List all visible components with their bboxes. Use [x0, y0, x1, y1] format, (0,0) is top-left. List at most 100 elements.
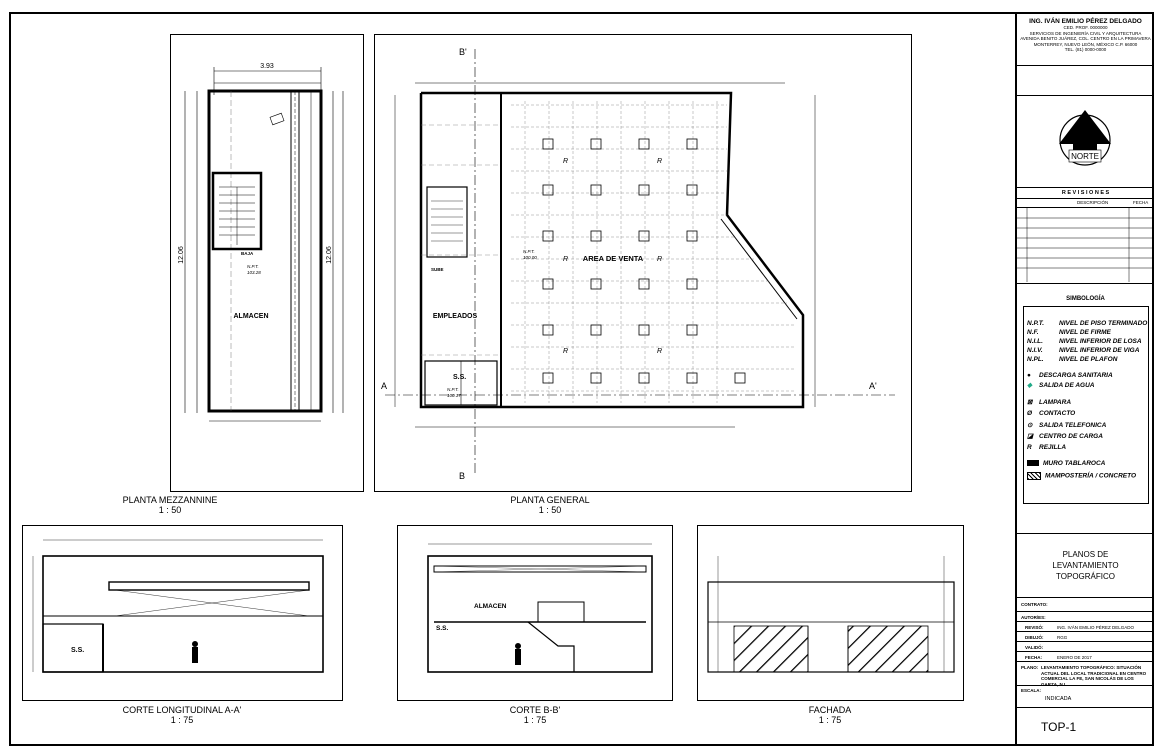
drawing-sheet [9, 12, 1154, 746]
title-block: ING. IVÁN EMILIO PÉREZ DELGADO CED. PROF… [1015, 12, 1154, 746]
stairs-up-label: SUBE [431, 267, 444, 272]
engineer-block: ING. IVÁN EMILIO PÉREZ DELGADO CED. PROF… [1017, 12, 1154, 66]
rejilla-2: R [657, 158, 662, 165]
mezzanine-npt-value: 103.28 [247, 270, 261, 275]
facade-drawing [707, 556, 955, 673]
reviewed-value: ING. IVÁN EMILIO PÉREZ DELGADO [1057, 625, 1135, 630]
section-a-right-label: A' [869, 381, 877, 391]
grille-icon: R [1027, 444, 1032, 451]
mezzanine-stairs-label: BAJA [241, 251, 254, 256]
mezzanine-room-label: ALMACEN [234, 313, 269, 320]
contract-label: CONTRATO: [1021, 602, 1048, 607]
drywall-icon [1027, 460, 1039, 467]
sym-sanitaria: DESCARGA SANITARIA [1039, 372, 1113, 379]
sym-rejilla: REJILLA [1039, 444, 1067, 451]
north-label: NORTE [1071, 152, 1099, 161]
section-aa-bath-label: S.S. [71, 647, 84, 654]
sym-desc-npt: NIVEL DE PISO TERMINADO [1059, 320, 1148, 327]
drew-value: RGG [1057, 635, 1068, 640]
date-value: ENERO DE 2017 [1057, 655, 1092, 660]
services-line-2: AVENIDA BENITO JUÁREZ, COL. CENTRO EN LA… [1020, 36, 1151, 41]
general-caption: PLANTA GENERAL [510, 495, 590, 505]
reviewed-label: REVISÓ: [1025, 625, 1044, 630]
sym-code-nf: N.F. [1027, 329, 1039, 336]
facade-viewport [697, 525, 964, 701]
section-aa-scale: 1 : 75 [170, 715, 194, 725]
rejilla-5: R [563, 348, 568, 355]
sym-mamposteria: MAMPOSTERÍA / CONCRETO [1045, 472, 1137, 480]
revisions-title: R E V I S I O N E S [1017, 188, 1154, 199]
author-label: AUTOR/ES: [1021, 615, 1046, 620]
general-npt-1-value: 100.00 [523, 255, 537, 260]
section-b-bottom-label: B [459, 471, 465, 481]
mezzanine-dim-top: 3.93 [260, 63, 274, 70]
section-b-top-label: B' [459, 47, 467, 57]
project-label: PLANO: [1021, 665, 1039, 670]
symbology-block: SIMBOLOGÍA N.P.T. NIVEL DE PISO TERMINADO… [1017, 284, 1154, 534]
revisions-col-date: FECHA [1133, 200, 1149, 205]
section-aa-caption: CORTE LONGITUDINAL A-A' [122, 705, 242, 715]
section-bb-drawing: ALMACEN S.S. [427, 543, 653, 673]
sym-tablaroca: MURO TABLAROCA [1043, 460, 1106, 467]
sym-carga: CENTRO DE CARGA [1039, 433, 1103, 440]
sheet-id: TOP-1 [1041, 720, 1077, 734]
north-arrow-icon: NORTE [1059, 110, 1111, 166]
services-line-1: SERVICIOS DE INGENIERÍA CIVIL Y ARQUITEC… [1029, 30, 1142, 36]
sym-code-npl: N.PL. [1027, 356, 1044, 363]
employees-label: EMPLEADOS [433, 313, 478, 320]
sym-desc-nf: NIVEL DE FIRME [1059, 329, 1111, 336]
facade-caption: FACHADA [808, 705, 852, 715]
water-outlet-icon: ◆ [1027, 382, 1032, 389]
services-line-3: MONTERREY, NUEVO LEÓN, MÉXICO C.P. 66000 [1033, 41, 1138, 47]
section-bb-caption: CORTE B-B' [509, 705, 561, 715]
north-block: NORTE [1017, 96, 1154, 188]
general-npt-2: N.P.T. [447, 387, 459, 392]
section-bb-storage-label: ALMACEN [474, 603, 507, 610]
mezzanine-dim-left: 12.06 [178, 246, 185, 264]
revisions-col-description: DESCRIPCIÓN [1077, 200, 1109, 205]
mezzanine-npt: N.P.T. [247, 264, 259, 269]
engineer-name: ING. IVÁN EMILIO PÉREZ DELGADO [1029, 18, 1142, 25]
general-scale: 1 : 50 [538, 505, 562, 515]
rejilla-4: R [657, 256, 662, 263]
general-npt-2-value: 100.17 [447, 393, 461, 398]
mezzanine-caption: PLANTA MEZZANNINE [122, 495, 218, 505]
masonry-icon [1027, 472, 1041, 480]
section-a-left-label: A [381, 381, 387, 391]
drew-label: DIBUJÓ: [1025, 635, 1044, 640]
section-bb-scale: 1 : 75 [523, 715, 547, 725]
mezzanine-dim-right: 12.06 [326, 246, 333, 264]
revisions-table [1017, 208, 1154, 282]
bath-label: S.S. [453, 374, 466, 381]
phone: TEL. (81) 0000-0000 [1064, 47, 1107, 52]
section-aa-viewport: S.S. [22, 525, 343, 701]
sym-desc-niv: NIVEL INFERIOR DE VIGA [1059, 347, 1140, 354]
date-label: FECHA: [1025, 655, 1042, 660]
load-center-icon: ◪ [1027, 433, 1034, 440]
blank-cell [1017, 66, 1154, 96]
lamp-icon: ⊠ [1027, 399, 1033, 406]
sanitary-drain-icon: ● [1027, 372, 1031, 379]
sym-code-nil: N.I.L. [1027, 338, 1043, 345]
project-value: LEVANTAMIENTO TOPOGRÁFICO: SITUACIÓN ACT… [1041, 665, 1147, 687]
rejilla-6: R [657, 348, 662, 355]
mezzanine-plan-drawing: 3.93 12.06 12.06 ALMACEN BAJA N.P.T. 103… [178, 63, 344, 422]
general-npt-1: N.P.T. [523, 249, 535, 254]
sym-agua: SALIDA DE AGUA [1039, 382, 1095, 389]
mezzanine-scale: 1 : 50 [158, 505, 182, 515]
sym-code-npt: N.P.T. [1027, 320, 1045, 327]
section-aa-drawing: S.S. [32, 539, 324, 673]
general-plan-viewport: B' B A A' AREA DE VENTA EMPLEADOS S.S. S… [374, 34, 912, 492]
engineer-ced: CED. PROF. 0000000 [1063, 25, 1108, 30]
mezzanine-plan-viewport: 3.93 12.06 12.06 ALMACEN BAJA N.P.T. 103… [170, 34, 364, 492]
general-plan-drawing: B' B A A' AREA DE VENTA EMPLEADOS S.S. S… [381, 47, 895, 481]
rejilla-3: R [563, 256, 568, 263]
symbology-title: SIMBOLOGÍA [1066, 296, 1105, 302]
validated-label: VALIDÓ: [1025, 645, 1044, 650]
phone-outlet-icon: ⊙ [1027, 422, 1033, 429]
sym-lampara: LAMPARA [1039, 399, 1072, 406]
revisions-block: R E V I S I O N E S DESCRIPCIÓN FECHA [1017, 188, 1154, 284]
sym-desc-nil: NIVEL INFERIOR DE LOSA [1059, 338, 1142, 345]
sym-contacto: CONTACTO [1039, 410, 1076, 417]
sym-telefonica: SALIDA TELEFONICA [1039, 422, 1107, 429]
